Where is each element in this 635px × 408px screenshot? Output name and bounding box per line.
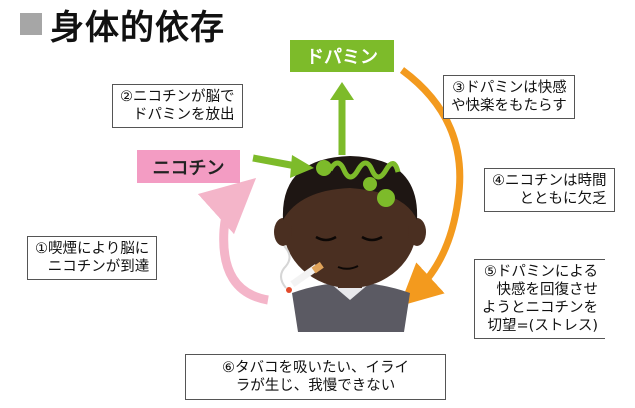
pink-cycle-arrow: [197, 177, 269, 305]
green-arrow-to-brain: [252, 154, 297, 170]
step1-note: ①喫煙により脳に ニコチンが到達: [27, 236, 158, 280]
step2-note: ②ニコチンが脳で ドパミンを放出: [112, 84, 243, 128]
title-text: 身体的依存: [50, 7, 225, 48]
step5-line-1: ⑤ドパミンによる: [483, 264, 598, 280]
step2-line-2: ドパミンを放出: [133, 107, 235, 123]
step5-note: ⑤ドパミンによる 快感を回復させ ようとニコチンを 切望=(ストレス): [474, 259, 605, 339]
slide-title: 身体的依存: [20, 2, 225, 48]
nicotine-tag: ニコチン: [137, 150, 240, 183]
step6-note: ⑥タバコを吸いたい、イライ ラが生じ、我慢できない: [185, 354, 446, 400]
step2-line-1: ②ニコチンが脳で: [120, 89, 235, 105]
step5-line-2: 快感を回復させ: [496, 282, 599, 298]
dopamine-nerve-squiggle-icon: [316, 160, 401, 207]
step3-line-2: や快楽をもたらす: [451, 98, 567, 114]
smoking-man-icon: [274, 156, 426, 332]
title-square-icon: [20, 13, 42, 35]
step1-line-2: ニコチンが到達: [47, 259, 150, 275]
dopamine-tag: ドパミン: [290, 40, 394, 72]
step1-line-1: ①喫煙により脳に: [35, 241, 150, 257]
step4-line-2: とともに欠乏: [519, 191, 607, 207]
orange-cycle-arrow: [399, 67, 464, 307]
step5-line-3: ようとニコチンを: [482, 300, 598, 316]
step6-line-2: ラが生じ、我慢できない: [235, 378, 396, 394]
step3-line-1: ③ドパミンは快感: [452, 80, 567, 96]
step4-line-1: ④ニコチンは時間: [492, 173, 607, 189]
step6-line-1: ⑥タバコを吸いたい、イライ: [222, 360, 409, 376]
step3-note: ③ドパミンは快感 や快楽をもたらす: [443, 75, 575, 119]
step4-note: ④ニコチンは時間 とともに欠乏: [484, 168, 615, 212]
step5-line-4: 切望=(ストレス): [487, 318, 598, 334]
